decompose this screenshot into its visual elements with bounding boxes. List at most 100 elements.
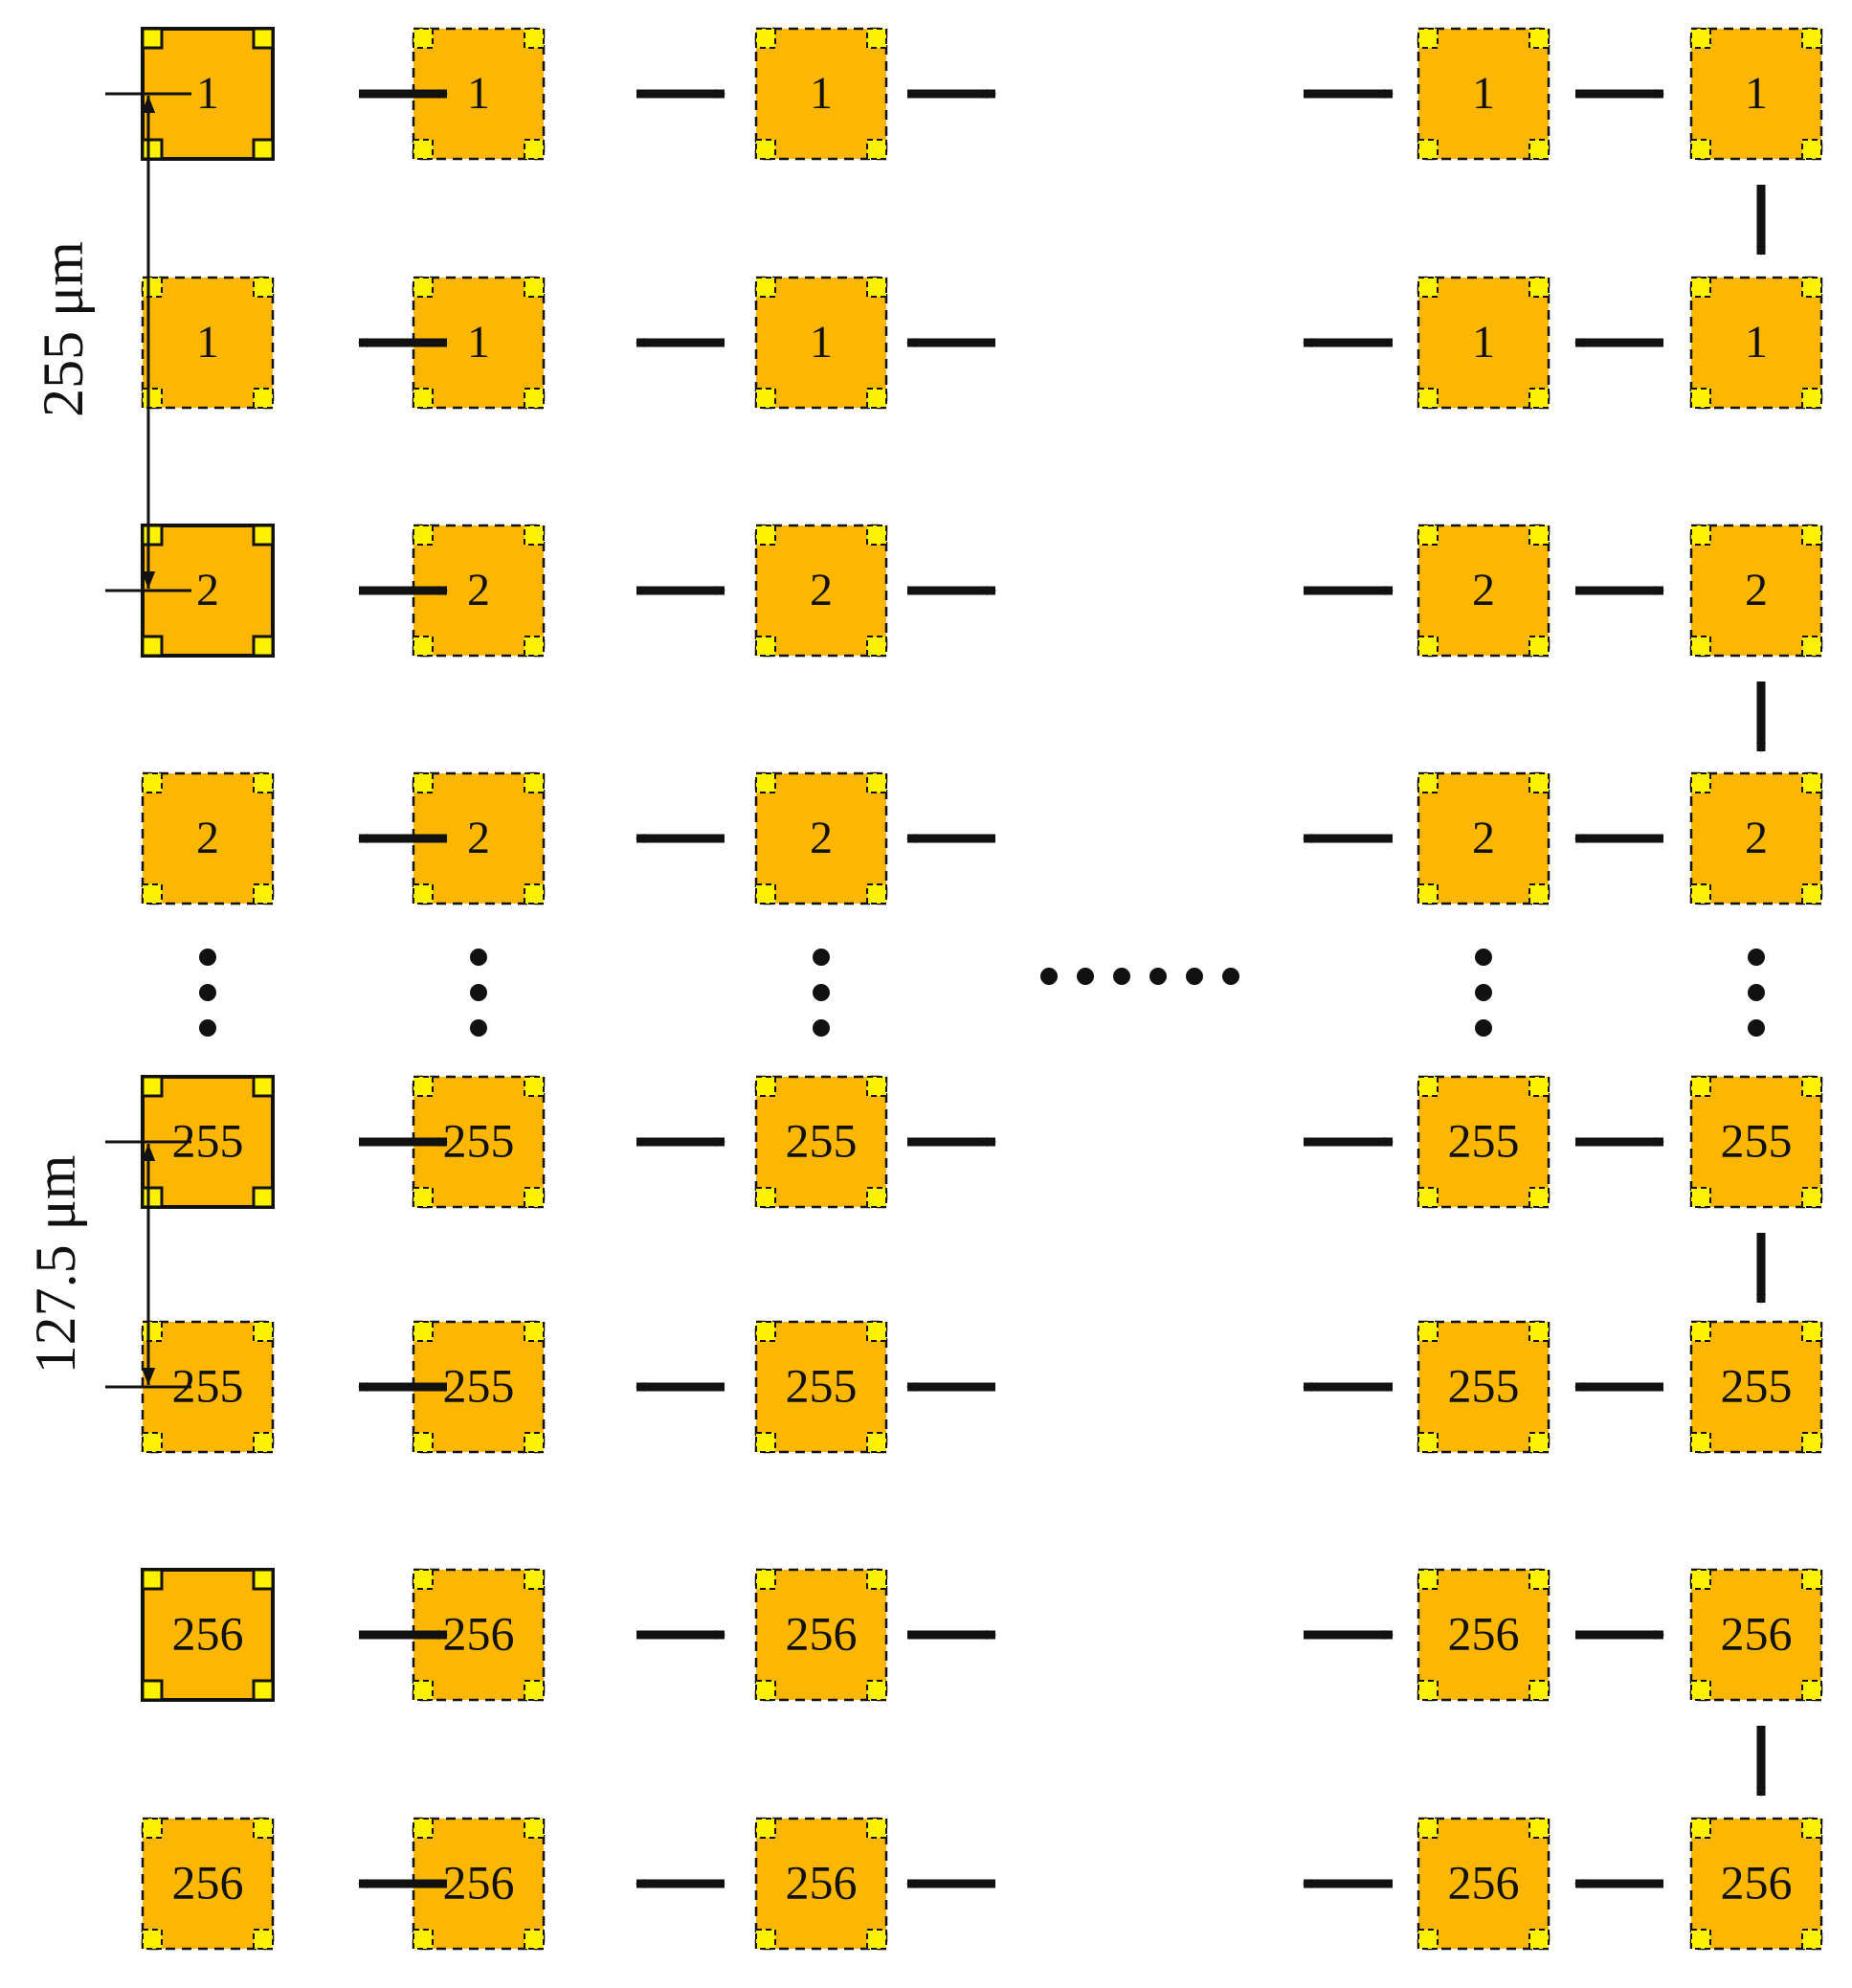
corner-pad [253, 883, 274, 905]
ellipsis-dot [1077, 968, 1094, 985]
corner-pad [413, 28, 434, 49]
corner-pad [1801, 636, 1822, 657]
ellipsis-dot [1149, 968, 1167, 985]
tile: 2 [1417, 771, 1551, 905]
tile-label: 255 [1721, 1113, 1793, 1167]
corner-pad [866, 388, 887, 409]
tile-body [754, 524, 888, 658]
corner-pad [1528, 1929, 1550, 1950]
corner-pad [1417, 1432, 1439, 1453]
corner-pad [253, 388, 274, 409]
corner-pad [866, 772, 887, 793]
corner-pad [755, 772, 776, 793]
tile-body [412, 1320, 546, 1454]
ellipsis-dot [1475, 949, 1492, 966]
ellipsis-dot [1186, 968, 1203, 985]
tile-body [1689, 524, 1823, 658]
tile: 255 [1417, 1075, 1551, 1209]
corner-pad [413, 883, 434, 905]
corner-pad [524, 636, 545, 657]
corner-pad [755, 1569, 776, 1590]
corner-pad [1528, 525, 1550, 546]
corner-pad [1528, 1680, 1550, 1701]
corner-pad [1690, 1929, 1711, 1950]
tile: 256 [754, 1817, 888, 1951]
corner-pad [413, 1929, 434, 1950]
tile-label: 1 [1472, 317, 1495, 368]
tile-label: 255 [443, 1113, 515, 1167]
corner-pad [1801, 139, 1822, 160]
corner-pad [1801, 1187, 1822, 1208]
ellipsis-dot [199, 984, 216, 1001]
tile: 1 [141, 27, 275, 161]
corner-pad [413, 1076, 434, 1097]
corner-pad [1801, 1432, 1822, 1453]
tile: 2 [1417, 524, 1551, 658]
corner-pad [1417, 1187, 1439, 1208]
corner-pad [253, 1929, 274, 1950]
corner-pad [141, 138, 164, 161]
tile: 2 [754, 524, 888, 658]
corner-pad [252, 1679, 275, 1702]
corner-pad [1801, 277, 1822, 298]
tile: 1 [1417, 276, 1551, 410]
corner-pad [755, 388, 776, 409]
corner-pad [141, 635, 164, 658]
corner-pad [1690, 139, 1711, 160]
tile: 255 [1417, 1320, 1551, 1454]
tile: 256 [1689, 1817, 1823, 1951]
corner-pad [141, 524, 164, 547]
tile-label: 1 [810, 68, 833, 119]
tile-label: 256 [172, 1606, 244, 1660]
corner-pad [141, 1679, 164, 1702]
tile-label: 2 [810, 813, 833, 863]
corner-pad [413, 1569, 434, 1590]
corner-pad [866, 1929, 887, 1950]
corner-pad [755, 883, 776, 905]
dimension-top-label: 255 μm [32, 241, 95, 417]
corner-pad [1690, 1187, 1711, 1208]
tile: 1 [412, 27, 546, 161]
corner-pad [142, 388, 163, 409]
tile-body [1417, 771, 1551, 905]
corner-pad [1801, 1929, 1822, 1950]
corner-pad [1690, 277, 1711, 298]
tile: 1 [754, 276, 888, 410]
corner-pad [1528, 1076, 1550, 1097]
corner-pad [141, 1568, 164, 1591]
corner-pad [1528, 28, 1550, 49]
ellipsis-dot [199, 1019, 216, 1037]
tile-label: 2 [1472, 813, 1495, 863]
dimension-top: 255 μm [32, 92, 191, 592]
corner-pad [755, 1818, 776, 1839]
corner-pad [755, 1076, 776, 1097]
ellipsis-dot [813, 949, 830, 966]
tile: 255 [412, 1320, 546, 1454]
corner-pad [1528, 139, 1550, 160]
tile-body [1417, 276, 1551, 410]
ellipsis-dot [470, 1019, 487, 1037]
tile-body [1689, 1320, 1823, 1454]
tile-label: 256 [1448, 1606, 1520, 1660]
tile-body [1689, 1817, 1823, 1951]
corner-pad [141, 1186, 164, 1209]
tile-body [754, 771, 888, 905]
corner-pad [1801, 1321, 1822, 1342]
corner-pad [1801, 1076, 1822, 1097]
tile-label: 256 [443, 1855, 515, 1909]
corner-pad [252, 1075, 275, 1098]
tile: 2 [754, 771, 888, 905]
corner-pad [524, 28, 545, 49]
tile-label: 255 [443, 1358, 515, 1412]
tile-label: 2 [196, 813, 219, 863]
ellipsis-dot [470, 984, 487, 1001]
ellipsis-dot [813, 1019, 830, 1037]
corner-pad [1417, 1321, 1439, 1342]
corner-pad [1417, 1929, 1439, 1950]
tile: 256 [754, 1568, 888, 1702]
tile-body [1417, 1817, 1551, 1951]
corner-pad [413, 139, 434, 160]
corner-pad [1528, 1187, 1550, 1208]
corner-pad [1417, 525, 1439, 546]
corner-pad [866, 1680, 887, 1701]
